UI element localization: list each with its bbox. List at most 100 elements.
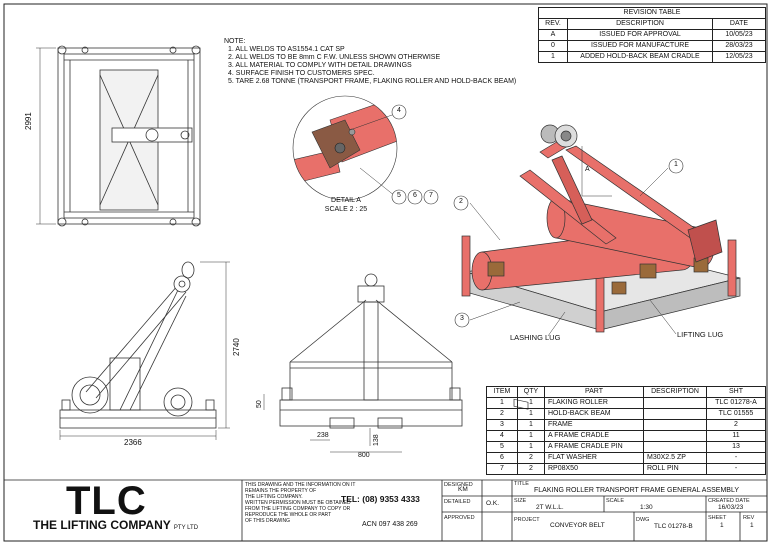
rev-cell: ISSUED FOR APPROVAL [567,29,713,41]
note-line: 2. ALL WELDS TO BE 8mm C F.W. UNLESS SHO… [228,54,441,61]
company-logo-text: TLC [66,479,147,523]
balloon-2: 2 [459,198,463,205]
view-label-a: A [585,166,590,173]
parts-cell: FRAME [544,419,644,431]
parts-cell: A FRAME CRADLE PIN [544,441,644,453]
designed-value: KM [458,486,468,493]
parts-cell: 1 [517,408,545,420]
approved-label: APPROVED [444,515,475,521]
parts-cell: 1 [517,397,545,409]
parts-cell: TLC 01555 [706,408,766,420]
copyright-line: WRITTEN PERMISSION MUST BE OBTAINED [245,500,351,506]
parts-cell: TLC 01278-A [706,397,766,409]
company-name: THE LIFTING COMPANY PTY LTD [33,518,198,532]
created-date-label: CREATED DATE [708,498,750,504]
copyright-line: FROM THE LIFTING COMPANY TO COPY OR [245,506,351,512]
parts-cell: HOLD-BACK BEAM [544,408,644,420]
table-row: 1 ADDED HOLD-BACK BEAM CRADLE 12/05/23 [538,51,766,63]
rev-cell: ISSUED FOR MANUFACTURE [567,40,713,52]
rev-cell: 1 [538,51,568,63]
rev-label: REV [743,515,755,521]
company-name-text: THE LIFTING COMPANY [33,518,171,532]
parts-cell: 6 [486,452,518,464]
copyright-line: THE LIFTING COMPANY. [245,494,303,500]
copyright-notice: THIS DRAWING AND THE INFORMATION ON IT R… [245,482,355,524]
dim-2991: 2991 [24,112,33,130]
parts-cell: 2 [517,463,545,475]
designed-label: DESIGNED [444,482,473,488]
balloon-3: 3 [460,315,464,322]
note-line: 5. TARE 2.68 TONNE (TRANSPORT FRAME, FLA… [228,78,517,85]
parts-cell: 2 [517,452,545,464]
balloon-6: 6 [413,192,417,199]
rev-cell: 28/03/23 [712,40,766,52]
dim-2740: 2740 [232,338,241,356]
parts-cell [643,397,707,409]
leader-lines [349,114,677,337]
parts-cell: - [706,452,766,464]
copyright-line: REMAINS THE PROPERTY OF [245,488,317,494]
parts-cell [643,441,707,453]
rev-cell: ADDED HOLD-BACK BEAM CRADLE [567,51,713,63]
dwg-label: DWG [636,517,650,523]
parts-cell: 1 [486,397,518,409]
parts-cell: FLAKING ROLLER [544,397,644,409]
parts-cell: FLAT WASHER [544,452,644,464]
parts-cell: 2 [486,408,518,420]
parts-cell: 4 [486,430,518,442]
note-line: 3. ALL MATERIAL TO COMPLY WITH DETAIL DR… [228,62,412,69]
parts-cell: 1 [517,430,545,442]
detail-a-view [292,95,398,201]
acn-number: ACN 097 438 269 [362,521,418,528]
dim-238: 238 [317,432,329,439]
created-date-value: 16/03/23 [718,504,744,511]
parts-cell: 11 [706,430,766,442]
title-label: TITLE [514,481,529,487]
parts-cell: M30X2.5 ZP [643,452,707,464]
table-row: A ISSUED FOR APPROVAL 10/05/23 [538,29,766,41]
scale-label: SCALE [606,498,625,504]
detailed-value: O.K. [486,500,500,507]
parts-header: DESCRIPTION [643,386,707,398]
project-label: PROJECT [514,517,540,523]
top-view [36,45,201,227]
size-value: 2T W.L.L. [536,504,564,511]
drawing-title: FLAKING ROLLER TRANSPORT FRAME GENERAL A… [534,487,740,494]
phone-number: TEL: (08) 9353 4333 [341,494,420,504]
dwg-number: TLC 01278-B [654,523,693,530]
parts-cell: 1 [517,419,545,431]
sheet-value: 1 [720,522,724,529]
parts-cell [643,408,707,420]
balloon-1: 1 [674,161,678,168]
copyright-line: OF THIS DRAWING [245,518,290,524]
note-line: 4. SURFACE FINISH TO CUSTOMERS SPEC. [228,70,375,77]
rev-header: DATE [712,18,766,30]
dim-2366: 2366 [124,438,142,447]
copyright-line: REPRODUCE THE WHOLE OR PART [245,512,332,518]
isometric-view [461,124,741,410]
revision-table: REVISION TABLE REV. DESCRIPTION DATE A I… [538,7,766,63]
sheet-label: SHEET [708,515,727,521]
dim-800: 800 [358,452,370,459]
parts-cell: 7 [486,463,518,475]
parts-header: PART [544,386,644,398]
parts-cell: 1 [517,441,545,453]
parts-cell: 3 [486,419,518,431]
revision-table-title: REVISION TABLE [538,7,766,19]
rev-cell: A [538,29,568,41]
parts-cell: 13 [706,441,766,453]
balloon-7: 7 [429,192,433,199]
parts-cell: A FRAME CRADLE [544,430,644,442]
company-suffix: PTY LTD [173,525,199,531]
detail-scale: SCALE 2 : 25 [324,206,368,213]
rev-cell: 10/05/23 [712,29,766,41]
parts-cell: 5 [486,441,518,453]
notes-block: NOTE: 1. ALL WELDS TO AS1554.1 CAT SP 2.… [224,38,516,86]
balloon-4: 4 [397,107,401,114]
